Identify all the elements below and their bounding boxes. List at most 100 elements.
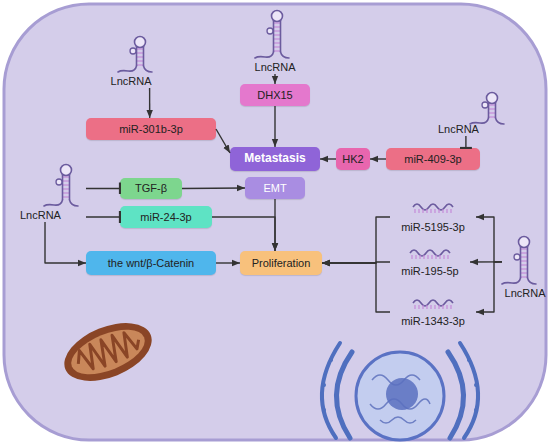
mirna-base xyxy=(443,255,444,259)
lncrna-icon xyxy=(100,32,162,74)
base-pair xyxy=(274,26,281,27)
base-pair xyxy=(489,108,496,109)
node-label: EMT xyxy=(263,182,286,195)
base-pair xyxy=(63,176,70,177)
base-pair xyxy=(274,42,281,43)
base-pair xyxy=(63,180,70,181)
base-pair xyxy=(489,112,496,113)
mirna-base xyxy=(427,255,428,259)
inhibition-line xyxy=(465,136,466,148)
mirna-base xyxy=(422,209,423,213)
mirna-base xyxy=(426,305,427,309)
node-label: miR-301b-3p xyxy=(119,123,183,136)
process-box: Proliferation xyxy=(240,251,322,275)
rna-bulge xyxy=(130,48,136,54)
process-box: EMT xyxy=(245,177,305,199)
rna-strand xyxy=(495,102,497,118)
inhibition-line xyxy=(86,216,120,217)
mirna-base xyxy=(414,209,415,213)
mirna-base xyxy=(415,255,416,259)
mirna-strand xyxy=(410,250,450,259)
base-pair xyxy=(63,196,70,197)
er-band xyxy=(336,352,352,438)
process-box: the wnt/β-Catenin xyxy=(86,251,216,275)
base-pair xyxy=(489,104,496,105)
mirna-strand xyxy=(413,300,453,309)
er-band xyxy=(322,343,340,438)
base-pair xyxy=(274,22,281,23)
base-pair xyxy=(137,48,144,49)
node-label: DHX15 xyxy=(257,89,292,102)
rna-loop xyxy=(272,11,283,22)
inhibition-line xyxy=(86,188,120,189)
rna-tail xyxy=(502,278,536,284)
mirna-base xyxy=(438,305,439,309)
mitochondrion xyxy=(56,312,160,393)
mitochondrion-cristae xyxy=(73,327,143,375)
lncrna-icon xyxy=(20,160,86,208)
activation-arrow xyxy=(322,262,390,263)
connector-group xyxy=(45,74,502,312)
base-pair xyxy=(521,248,528,249)
base-pair xyxy=(521,264,528,265)
base-pair xyxy=(137,52,144,53)
node-label: miR-409-3p xyxy=(404,153,461,166)
rna-hairpin xyxy=(255,11,289,59)
rna-tail xyxy=(255,52,289,58)
rna-strand xyxy=(69,174,71,200)
base-pair xyxy=(521,256,528,257)
mirna-base xyxy=(434,305,435,309)
lncrna-icon xyxy=(438,88,510,126)
mirna-node: miR-1343-3p xyxy=(390,296,476,328)
rna-bulge xyxy=(267,28,273,34)
node-label: Metastasis xyxy=(244,152,305,166)
lncrna-node: LncRNA xyxy=(438,88,510,136)
rna-loop xyxy=(135,37,146,48)
er-band xyxy=(448,352,464,438)
activation-arrow xyxy=(320,158,336,159)
rna-bulge xyxy=(56,179,62,185)
rna-strand xyxy=(520,246,522,278)
node-label: miR-195-5p xyxy=(401,265,458,278)
activation-arrow xyxy=(216,129,230,153)
node-label: Proliferation xyxy=(252,257,311,270)
activation-arrow xyxy=(182,187,245,189)
ribosome xyxy=(474,383,478,387)
mirna-base xyxy=(430,209,431,213)
node-label: miR-24-3p xyxy=(140,211,191,224)
node-label: miR-1343-3p xyxy=(401,315,465,328)
mirna-base xyxy=(418,209,419,213)
rna-loop xyxy=(61,165,72,176)
process-box: DHX15 xyxy=(240,84,310,106)
mirna-base xyxy=(418,305,419,309)
nucleus xyxy=(356,352,444,440)
rna-hairpin xyxy=(44,165,78,207)
mirna-base xyxy=(446,209,447,213)
chromatin xyxy=(370,375,430,423)
mirna-base xyxy=(450,209,451,213)
node-label: HK2 xyxy=(342,153,363,166)
process-box: Metastasis xyxy=(230,147,320,171)
mitochondrion-inner xyxy=(65,321,151,384)
mirna-base xyxy=(446,305,447,309)
rna-tail xyxy=(118,66,152,72)
base-pair xyxy=(489,116,496,117)
node-label: LncRNA xyxy=(255,61,296,74)
mirna-base xyxy=(419,255,420,259)
base-pair xyxy=(274,30,281,31)
rna-strand xyxy=(143,46,145,66)
base-pair xyxy=(521,272,528,273)
base-pair xyxy=(521,260,528,261)
process-box: TGF-β xyxy=(120,178,182,199)
mirna-base xyxy=(430,305,431,309)
rna-hairpin xyxy=(502,237,536,285)
base-pair xyxy=(137,64,144,65)
rna-hairpin xyxy=(118,37,152,73)
node-label: the wnt/β-Catenin xyxy=(108,257,194,270)
mirna-base xyxy=(426,209,427,213)
nucleolus xyxy=(386,378,418,410)
rna-hairpin xyxy=(470,93,504,125)
rna-strand xyxy=(280,20,282,52)
node-label: TGF-β xyxy=(135,182,167,195)
ribosome xyxy=(329,358,333,362)
